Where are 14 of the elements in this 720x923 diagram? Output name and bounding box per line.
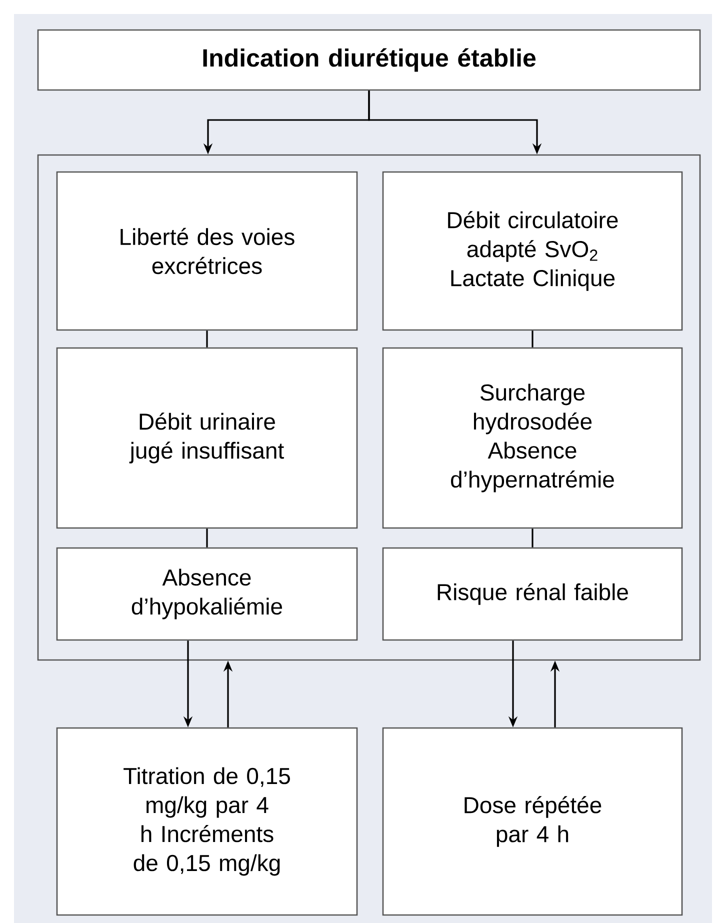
process-box: Risque rénal faible bbox=[382, 547, 683, 641]
group-frame bbox=[37, 154, 701, 661]
process-box: Titration de 0,15 mg/kg par 4 h Incréments de 0,15 mg/kg bbox=[56, 727, 358, 916]
connector-line bbox=[206, 330, 208, 348]
process-box: Liberté des voies excrétrices bbox=[56, 171, 358, 331]
process-box: Débit circulatoire adapté SvO$_{2}$ Lactate Clinique bbox=[382, 171, 683, 331]
process-box: Absence d’hypokaliémie bbox=[56, 547, 358, 641]
connector-line bbox=[206, 528, 208, 548]
process-box: Surcharge hydrosodée Absence d’hypernatrémie bbox=[382, 347, 683, 529]
connector-line bbox=[532, 528, 534, 548]
process-box: Dose répétée par 4 h bbox=[382, 727, 683, 916]
title-box: Indication diurétique établie bbox=[37, 29, 701, 91]
connector-line bbox=[532, 330, 534, 348]
process-box: Débit urinaire jugé insuffisant bbox=[56, 347, 358, 529]
